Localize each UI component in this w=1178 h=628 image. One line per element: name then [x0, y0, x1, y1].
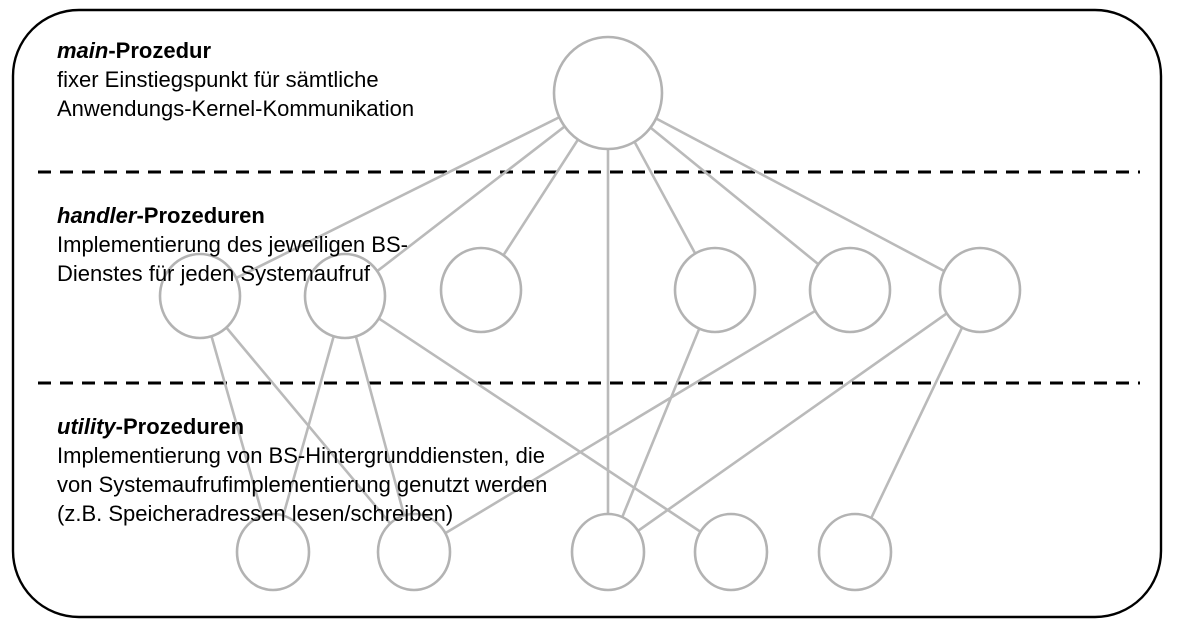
- node-u5-utility-procedure: [817, 512, 893, 592]
- layer-title-emphasis: utility: [57, 414, 116, 439]
- node-h1-handler-procedure: [158, 252, 242, 340]
- layer-title-handler: handler-Prozeduren: [57, 201, 408, 230]
- edge-main-h6: [607, 91, 981, 292]
- edge-h2-u2: [343, 295, 416, 553]
- node-u1-utility-procedure: [235, 512, 311, 592]
- node-h3-handler-procedure: [439, 246, 523, 334]
- node-h5-handler-procedure: [808, 246, 892, 334]
- layer-description-line: fixer Einstiegspunkt für sämtliche: [57, 67, 379, 92]
- layer-title-main: main-Prozedur: [57, 36, 414, 65]
- node-h2-handler-procedure: [303, 252, 387, 340]
- node-u3-utility-procedure: [570, 512, 646, 592]
- layer-title-rest: -Prozeduren: [136, 203, 265, 228]
- edge-h6-u5: [853, 289, 982, 553]
- edge-main-h1: [199, 91, 609, 298]
- node-group: [158, 35, 1022, 592]
- layer-title-rest: -Prozedur: [108, 38, 212, 63]
- layer-description-line: Dienstes für jeden Systemaufruf: [57, 261, 371, 286]
- layer-description-line: (z.B. Speicheradressen lesen/schreiben): [57, 501, 454, 526]
- edge-h2-u1: [271, 295, 347, 553]
- layer-title-rest: -Prozeduren: [115, 414, 245, 439]
- node-main-main-procedure: [552, 35, 664, 151]
- layer-description-line: Implementierung von BS-Hintergrunddienst…: [57, 443, 545, 468]
- frame-border: [11, 8, 1163, 619]
- edge-h4-u3: [606, 289, 717, 553]
- layer-title-utility: utility-Prozeduren: [57, 412, 547, 441]
- layer-description-line: Anwendungs-Kernel-Kommunikation: [57, 96, 415, 121]
- edge-h1-u2: [199, 295, 415, 553]
- layer-title-emphasis: main: [57, 38, 109, 63]
- node-h4-handler-procedure: [673, 246, 757, 334]
- layer-description-line: von Systemaufrufimplementierung genutzt …: [57, 472, 548, 497]
- node-u4-utility-procedure: [693, 512, 769, 592]
- layer-description-line: Implementierung des jeweiligen BS-: [57, 232, 408, 257]
- node-u2-utility-procedure: [376, 512, 452, 592]
- edge-h1-u1: [198, 295, 275, 553]
- node-h6-handler-procedure: [938, 246, 1022, 334]
- edge-h6-u3: [607, 288, 981, 554]
- layer-title-emphasis: handler: [57, 203, 137, 228]
- edge-h5-u2: [413, 288, 851, 554]
- edge-group: [198, 91, 982, 554]
